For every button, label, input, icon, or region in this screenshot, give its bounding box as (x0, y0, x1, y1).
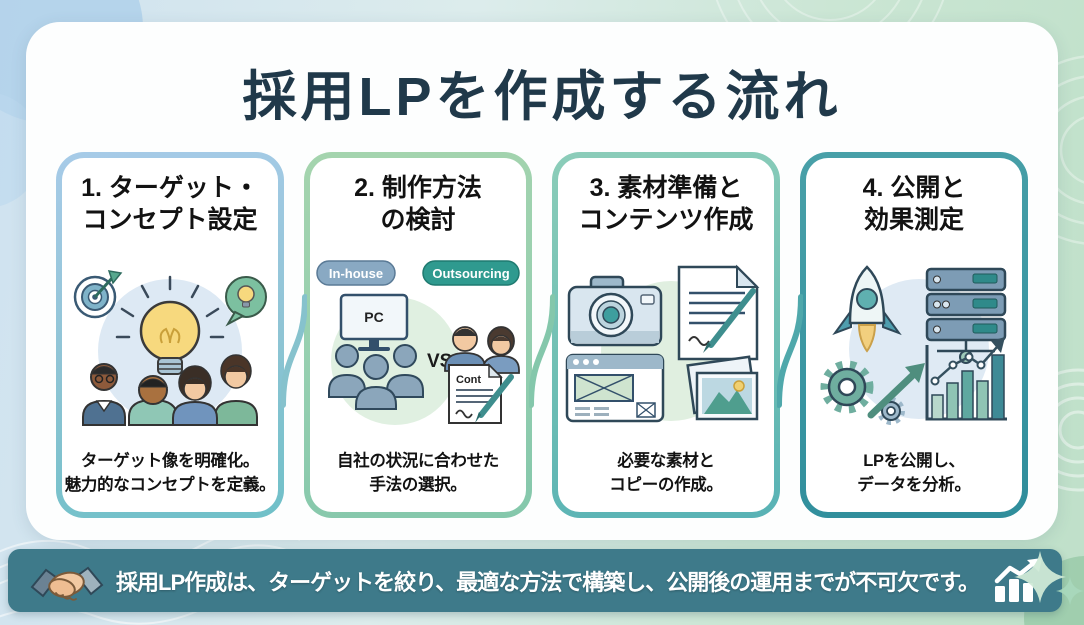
step-2-desc-line1: 自社の状況に合わせた (336, 452, 499, 471)
step-card-4: 4. 公開と 効果測定 (800, 152, 1028, 518)
step-3-illustration (561, 236, 771, 450)
step-2-title: 2. 制作方法 の検討 (354, 172, 482, 236)
step-1-description: ターゲット像を明確化。 魅力的なコンセプトを定義。 (65, 450, 276, 498)
lightbulb-icon (115, 275, 225, 376)
pc-label: PC (364, 309, 383, 325)
step-1-title: 1. ターゲット・ コンセプト設定 (81, 172, 259, 236)
camera-icon (567, 275, 663, 347)
team-silhouettes-icon (328, 344, 424, 411)
step-4-desc-line2: データを分析。 (857, 476, 971, 495)
growth-arrow-icon (867, 363, 925, 419)
step-1-desc-line1: ターゲット像を明確化。 (80, 452, 260, 471)
chart-arrow-icon (994, 557, 1042, 602)
gears-icon (820, 360, 905, 426)
step-3-desc-line2: コピーの作成。 (609, 476, 723, 495)
pc-monitor-icon: PC (339, 293, 409, 352)
team-people-icon (82, 354, 258, 427)
step-4-illustration (809, 236, 1019, 450)
inhouse-label: In-house (329, 266, 383, 281)
server-icon (925, 267, 1007, 365)
contract-pen-icon: Cont (448, 363, 514, 425)
photos-icon (686, 355, 759, 421)
step-2-title-line1: 2. 制作方法 (354, 174, 482, 202)
step-1-desc-line2: 魅力的なコンセプトを定義。 (64, 476, 276, 495)
page-title: 採用LPを作成する流れ (242, 67, 842, 127)
step-2-title-line2: の検討 (380, 206, 456, 234)
step-3-title-line2: コンテンツ作成 (578, 206, 754, 234)
steps-row: 1. ターゲット・ コンセプト設定 (56, 152, 1028, 518)
summary-banner: 採用LP作成は、ターゲットを絞り、最適な方法で構築し、公開後の運用までが不可欠で… (8, 549, 1062, 612)
step-3-desc-line1: 必要な素材と (617, 452, 715, 471)
step-2-illustration: In-house Outsourcing PC (313, 236, 523, 450)
document-pen-icon (677, 264, 760, 361)
step-4-desc-line1: LPを公開し、 (863, 452, 965, 471)
main-panel: 採用LPを作成する流れ 1. ターゲット・ コンセプト設定 (26, 22, 1058, 540)
target-icon (73, 270, 123, 319)
step-3-description: 必要な素材と コピーの作成。 (609, 450, 723, 498)
inhouse-pill: In-house (316, 260, 396, 286)
step-3-title: 3. 素材準備と コンテンツ作成 (578, 172, 753, 236)
bar-chart-icon (925, 337, 1007, 421)
step-2-desc-line2: 手法の選択。 (369, 476, 467, 495)
step-card-3: 3. 素材準備と コンテンツ作成 (552, 152, 780, 518)
step-1-title-line1: 1. ターゲット・ (81, 174, 259, 202)
summary-text: 採用LP作成は、ターゲットを絞り、最適な方法で構築し、公開後の運用までが不可欠で… (116, 569, 980, 595)
speech-bubble-idea-icon (225, 276, 267, 327)
step-4-title: 4. 公開と 効果測定 (863, 172, 966, 236)
sparkle-icon (1014, 551, 1084, 605)
flow-connector-1 (281, 294, 307, 408)
step-card-1: 1. ターゲット・ コンセプト設定 (56, 152, 284, 518)
handshake-icon (30, 566, 104, 601)
step-3-title-line1: 3. 素材準備と (589, 174, 743, 202)
step-4-description: LPを公開し、 データを分析。 (857, 450, 971, 498)
flow-connector-2 (529, 294, 555, 408)
flow-connector-3 (777, 294, 803, 408)
contract-label: Cont (456, 374, 481, 386)
step-4-title-line1: 4. 公開と (862, 174, 966, 202)
step-4-title-line2: 効果測定 (863, 206, 964, 234)
outsourcing-label: Outsourcing (432, 266, 509, 281)
rocket-icon (832, 265, 902, 353)
outsourcing-pill: Outsourcing (422, 260, 520, 286)
step-1-illustration (65, 236, 275, 450)
step-2-description: 自社の状況に合わせた 手法の選択。 (337, 450, 499, 498)
step-card-2: 2. 制作方法 の検討 In-house Outsourcing (304, 152, 532, 518)
step-1-title-line2: コンセプト設定 (82, 206, 258, 234)
browser-wireframe-icon (565, 353, 665, 423)
